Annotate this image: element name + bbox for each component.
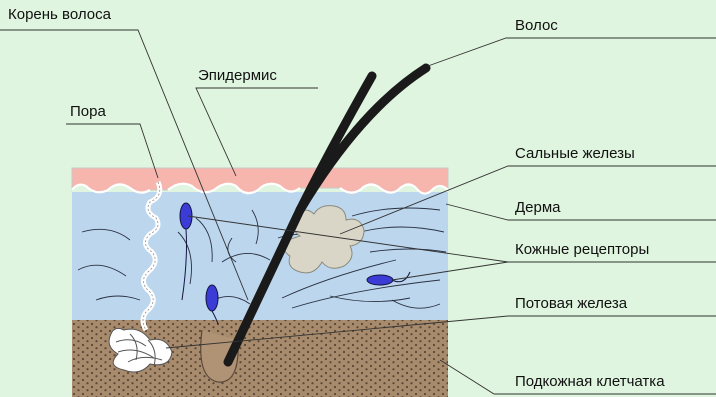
label-dermis: Дерма <box>515 200 561 215</box>
leader-hair <box>428 38 716 66</box>
label-hair: Волос <box>515 18 558 33</box>
leader-dermis <box>446 204 716 220</box>
label-skin-receptors: Кожные рецепторы <box>515 242 649 257</box>
label-sweat-gland: Потовая железа <box>515 296 627 311</box>
label-sebaceous-glands: Сальные железы <box>515 146 635 161</box>
label-pore: Пора <box>70 104 106 119</box>
receptor-2 <box>206 285 218 311</box>
label-subcutaneous-fat: Подкожная клетчатка <box>515 374 665 389</box>
epidermis-layer <box>72 168 448 194</box>
leader-epidermis <box>196 88 318 176</box>
label-epidermis: Эпидермис <box>198 68 277 83</box>
label-hair-root: Корень волоса <box>8 7 111 22</box>
receptor-3 <box>367 275 393 285</box>
